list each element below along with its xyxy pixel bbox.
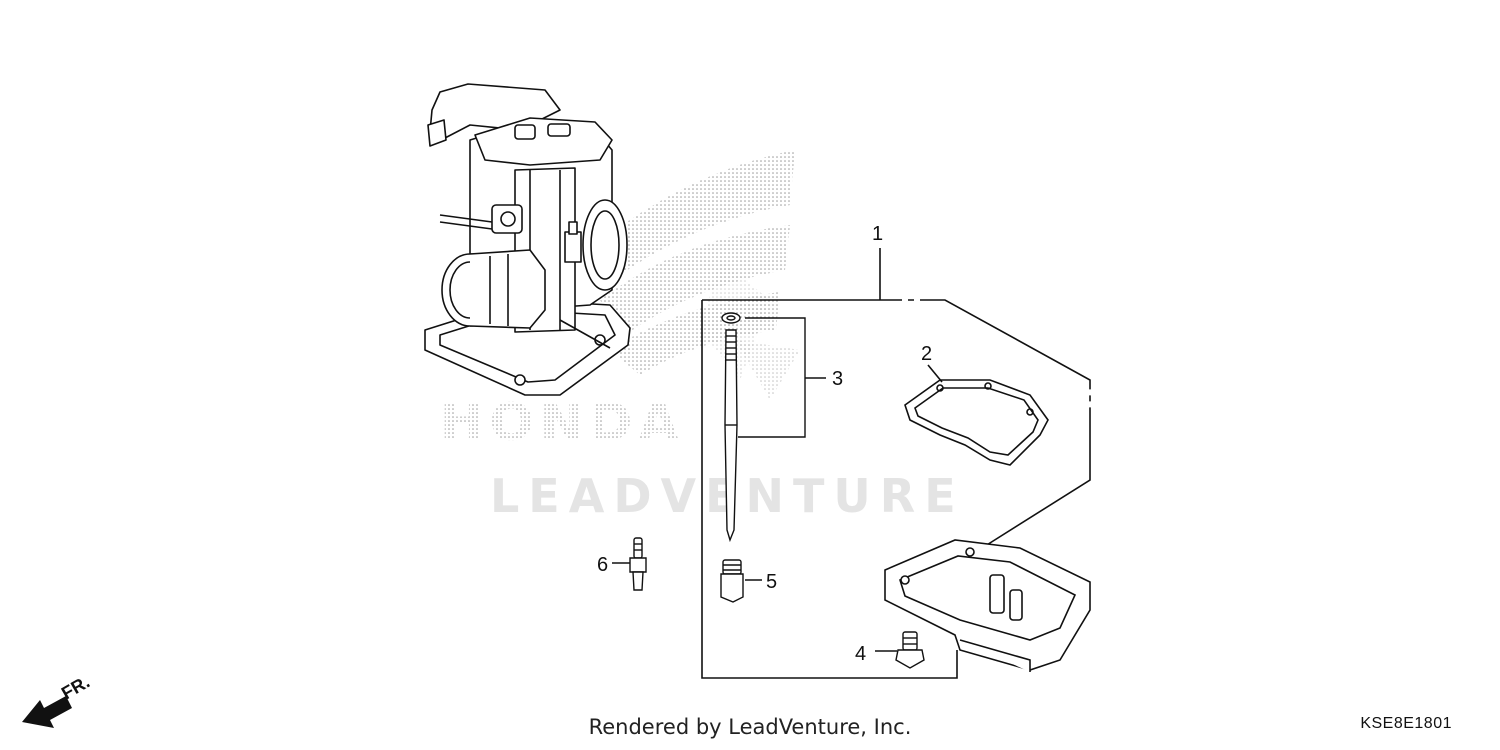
honda-wing-watermark: HONDA xyxy=(440,150,800,453)
pilot-jet xyxy=(612,537,647,591)
callout-6: 6 xyxy=(597,554,608,576)
float-chamber xyxy=(884,539,1091,672)
callout-3: 3 xyxy=(832,368,843,390)
callout-5: 5 xyxy=(766,571,777,593)
jet-needle xyxy=(721,312,741,543)
diagram-code: KSE8E1801 xyxy=(1360,715,1452,732)
callout-2: 2 xyxy=(921,343,932,365)
drain-bolt xyxy=(875,631,925,669)
float-chamber-gasket xyxy=(904,364,1049,466)
main-jet xyxy=(720,559,762,603)
rendered-by-credit: Rendered by LeadVenture, Inc. xyxy=(588,715,912,739)
item3-bracket xyxy=(738,317,826,438)
leadventure-watermark: LEADVENTURE xyxy=(490,469,965,523)
carburetor-assembly xyxy=(424,83,631,396)
callout-1: 1 xyxy=(872,223,883,245)
callout-4: 4 xyxy=(855,643,866,665)
honda-watermark-text: HONDA xyxy=(440,393,685,453)
kit-outline xyxy=(701,248,1091,679)
